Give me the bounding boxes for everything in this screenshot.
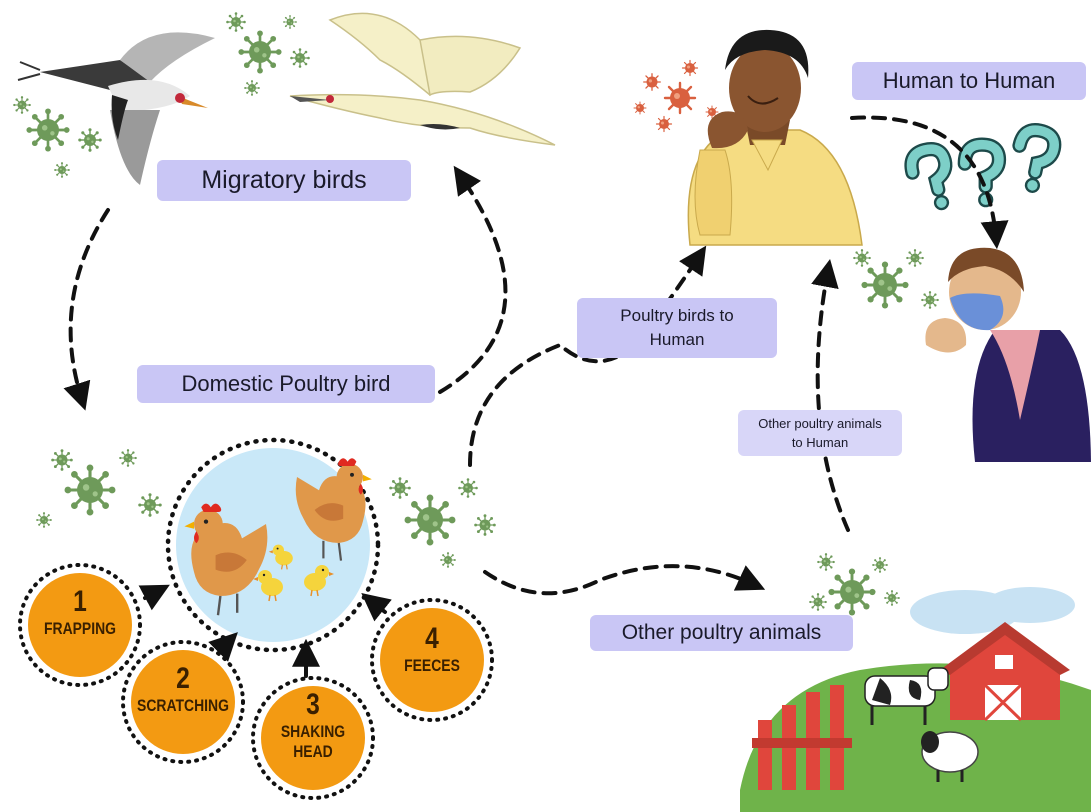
label-other-poultry-animals: Other poultry animals bbox=[590, 615, 853, 651]
step-2-number: 2 bbox=[134, 662, 232, 696]
virus-icon-red-group bbox=[634, 61, 718, 132]
step-1-text: FRAPPING bbox=[39, 619, 121, 639]
label-other-to-human: Other poultry animals to Human bbox=[738, 410, 902, 456]
step-4: 4 FEECES bbox=[391, 622, 473, 676]
arrow-step2 bbox=[222, 640, 230, 648]
step-1-number: 1 bbox=[39, 585, 121, 619]
label-poultry-to-human-line1: Poultry birds to bbox=[620, 306, 733, 325]
label-poultry-to-human: Poultry birds to Human bbox=[577, 298, 777, 358]
label-domestic-poultry: Domestic Poultry bird bbox=[137, 365, 435, 403]
step-3-text: SHAKING bbox=[272, 722, 354, 742]
coughing-man-icon bbox=[688, 30, 862, 245]
arrow-poultry-to-birds bbox=[440, 175, 505, 392]
label-other-to-human-line2: to Human bbox=[792, 435, 848, 450]
step-3-number: 3 bbox=[272, 688, 354, 722]
label-other-to-human-line1: Other poultry animals bbox=[758, 416, 882, 431]
arrow-step4 bbox=[370, 600, 385, 612]
arrow-poultry-to-animals bbox=[485, 566, 755, 593]
label-poultry-to-human-line2: Human bbox=[650, 330, 705, 349]
arrow-animals-to-human bbox=[818, 270, 848, 530]
step-4-text: FEECES bbox=[391, 656, 473, 676]
step-3: 3 SHAKING HEAD bbox=[272, 688, 354, 762]
step-3-text2: HEAD bbox=[272, 742, 354, 762]
hen-circle bbox=[168, 440, 378, 650]
flying-crane-icon bbox=[290, 13, 555, 145]
step-2: 2 SCRATCHING bbox=[134, 662, 232, 716]
label-migratory-birds: Migratory birds bbox=[157, 160, 411, 201]
arrow-birds-to-poultry bbox=[71, 210, 108, 400]
step-2-text: SCRATCHING bbox=[134, 696, 232, 716]
masked-person-icon bbox=[925, 248, 1091, 462]
arrow-human-to-human bbox=[852, 118, 996, 238]
step-1: 1 FRAPPING bbox=[39, 585, 121, 639]
arrow-step1 bbox=[145, 590, 160, 598]
label-human-to-human: Human to Human bbox=[852, 62, 1086, 100]
question-mark-icon bbox=[908, 127, 1057, 215]
step-4-number: 4 bbox=[391, 622, 473, 656]
